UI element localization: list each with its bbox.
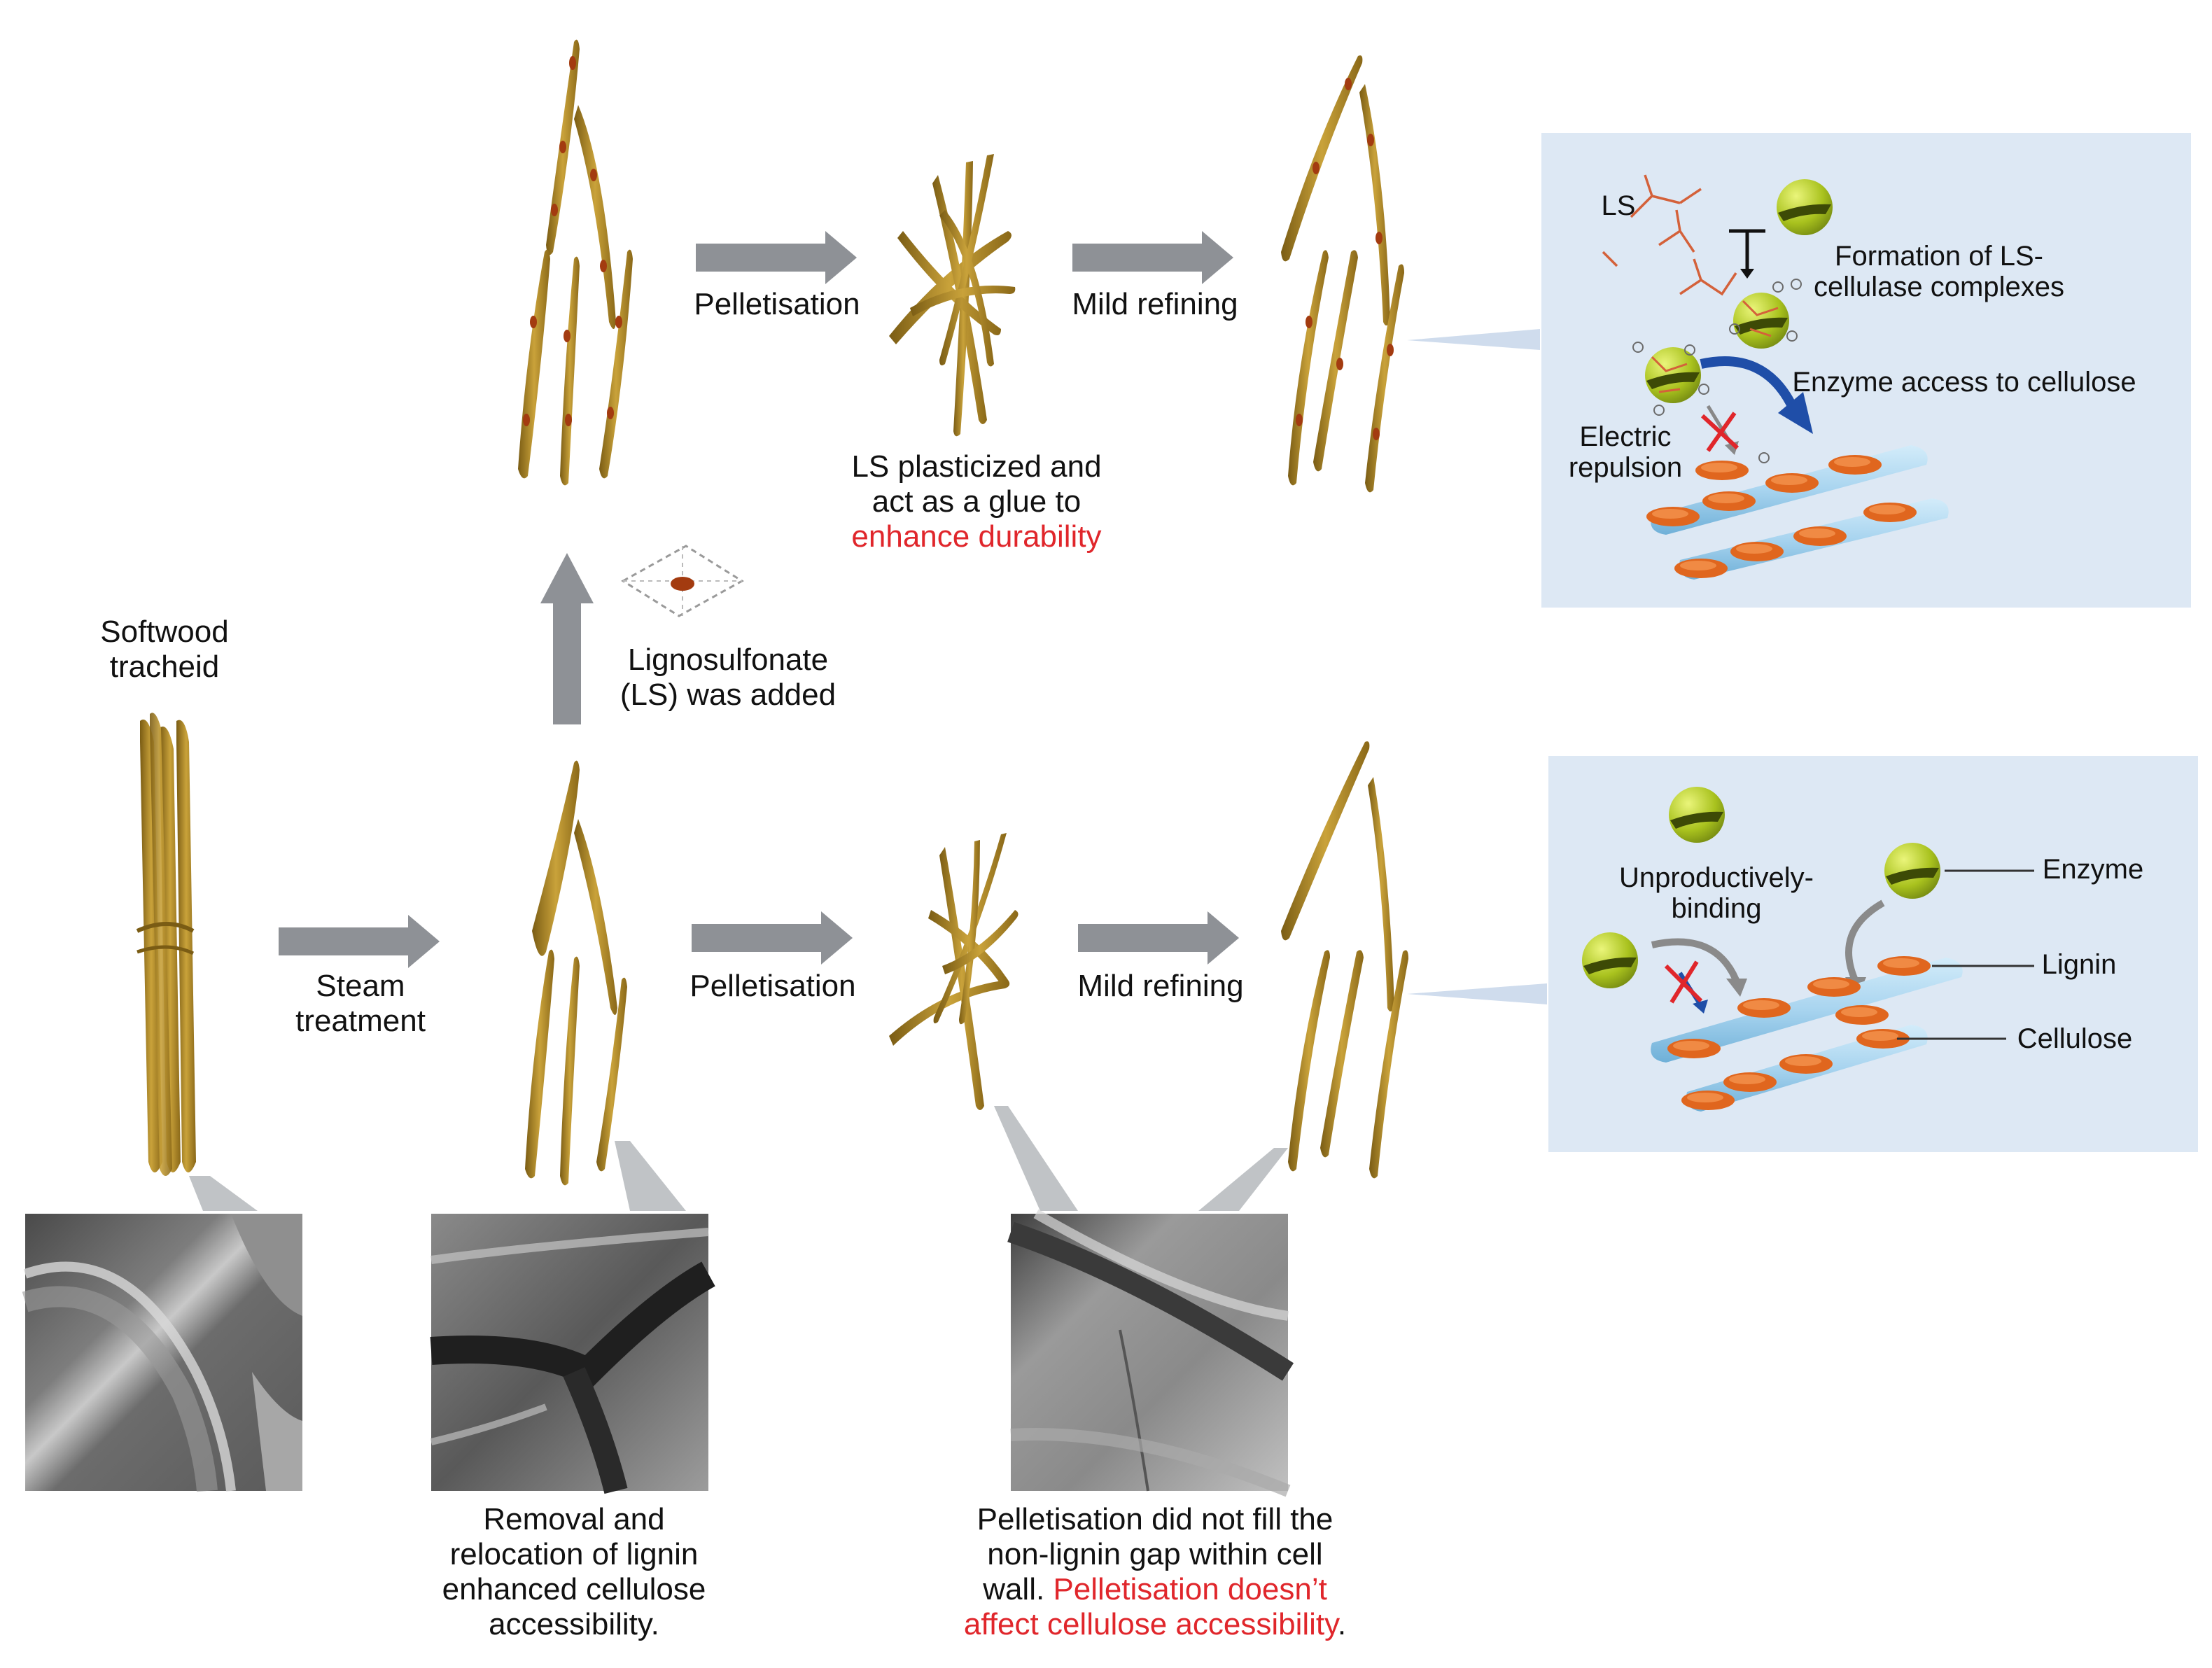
repulsion-line1: Electric [1579, 421, 1672, 452]
mild-refining-bottom-arrow [1078, 911, 1239, 965]
steam-treated-fibers [525, 760, 627, 1186]
ls-plasticized-line1: LS plasticized and [851, 449, 1102, 484]
pelletisation-bottom-arrow [692, 911, 853, 965]
repulsion-line2: repulsion [1568, 452, 1683, 483]
steam-label: Steam treatment [273, 969, 448, 1039]
mild-refining-bottom-label: Mild refining [1077, 969, 1244, 1003]
callout-wedge-steam [615, 1141, 686, 1211]
bottom-panel-unproductive-label: Unproductively- binding [1604, 862, 1828, 924]
ls-plasticized-label: LS plasticized and act as a glue to enha… [819, 449, 1134, 554]
removal-line3: enhanced cellulose [442, 1572, 706, 1606]
mild-refining-top-label: Mild refining [1072, 287, 1238, 321]
callout-wedge-softwood [189, 1176, 258, 1211]
ls-plasticized-line2: act as a glue to [872, 484, 1082, 519]
pellet-note-label: Pelletisation did not fill the non-ligni… [917, 1502, 1393, 1642]
pellet-note-line4: affect cellulose accessibility. [917, 1607, 1393, 1642]
bottom-panel-graphics [1548, 756, 2198, 1152]
pellet-note-line3-red: Pelletisation doesn’t [1053, 1572, 1327, 1606]
softwood-label-line1: Softwood [100, 615, 229, 649]
bottom-panel-cellulose-label: Cellulose [2017, 1023, 2133, 1054]
removal-line1: Removal and [483, 1502, 665, 1536]
ls-added-line2: (LS) was added [620, 678, 836, 712]
steam-label-line1: Steam [316, 969, 405, 1003]
ls-added-label: Lignosulfonate (LS) was added [602, 643, 854, 713]
pelletisation-bottom-label: Pelletisation [690, 969, 856, 1003]
callout-wedge-bottom-panel [1407, 983, 1547, 1004]
ls-added-up-arrow [540, 553, 594, 724]
pellet-note-line4-end: . [1337, 1607, 1347, 1641]
micrograph-softwood [22, 1214, 302, 1492]
micrograph-pellet [1007, 1209, 1294, 1497]
steam-label-line2: treatment [295, 1004, 426, 1038]
top-panel-repulsion-label: Electric repulsion [1555, 421, 1695, 483]
removal-line4: accessibility. [489, 1607, 659, 1641]
lignosulfonate-icon [621, 545, 744, 617]
pellet-note-line1: Pelletisation did not fill the [976, 1502, 1334, 1536]
pellet-top [889, 154, 1016, 437]
micrograph-steam [430, 1214, 715, 1494]
pelletisation-top-label: Pelletisation [694, 287, 860, 321]
formation-line1: Formation of LS- [1835, 241, 2043, 272]
unproductive-line2: binding [1671, 893, 1762, 924]
callout-wedge-top-panel [1407, 329, 1540, 350]
top-panel-enzyme-access-label: Enzyme access to cellulose [1792, 367, 2136, 398]
removal-line2: relocation of lignin [449, 1537, 699, 1571]
pellet-note-line3: wall. Pelletisation doesn’t [917, 1572, 1393, 1607]
refined-fibers-top [1281, 55, 1404, 493]
bottom-panel-enzyme-label: Enzyme [2042, 854, 2144, 885]
top-panel-formation-label: Formation of LS- cellulase complexes [1792, 241, 2086, 302]
steam-arrow [279, 915, 440, 968]
refined-fibers-bottom [1281, 741, 1408, 1179]
pellet-bottom [889, 833, 1018, 1110]
ls-molecules [1602, 174, 1737, 296]
pellet-note-line4-red: affect cellulose accessibility [963, 1607, 1338, 1641]
softwood-label-line2: tracheid [109, 650, 220, 684]
removal-label: Removal and relocation of lignin enhance… [413, 1502, 735, 1642]
formation-line2: cellulase complexes [1814, 272, 2064, 302]
pellet-note-line2: non-lignin gap within cell [987, 1537, 1323, 1571]
ls-plasticized-highlight: enhance durability [851, 519, 1102, 554]
top-panel-graphics [1541, 133, 2191, 608]
top-panel-ls-label: LS [1601, 190, 1636, 221]
unproductive-line1: Unproductively- [1619, 862, 1814, 893]
callout-wedge-refined [1198, 1148, 1288, 1211]
callout-wedge-pellet [994, 1106, 1078, 1211]
ls-treated-fibers [518, 39, 633, 486]
mild-refining-top-arrow [1072, 231, 1233, 284]
softwood-tracheid-bundle [136, 713, 196, 1176]
top-cellulose-rods [1646, 445, 1949, 580]
bottom-panel-lignin-label: Lignin [2041, 949, 2117, 980]
pellet-note-line3-black: wall. [983, 1572, 1045, 1606]
pelletisation-top-arrow [696, 231, 857, 284]
softwood-label: Softwood tracheid [91, 615, 238, 685]
ls-added-line1: Lignosulfonate [627, 643, 829, 677]
bottom-cellulose-rods [1651, 956, 1963, 1112]
